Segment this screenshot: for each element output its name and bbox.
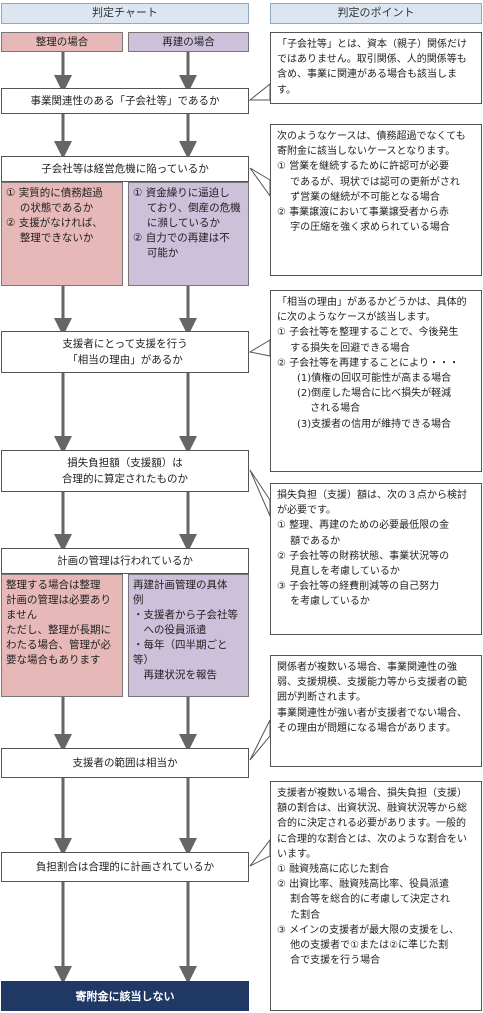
note-crisis-cases: 次のようなケースは、債務超過でなくても寄附金に該当しないケースとなります。 ① … bbox=[270, 124, 482, 276]
case-rebuild: 再建の場合 bbox=[128, 32, 249, 52]
step-supporter-scope: 支援者の範囲は相当か bbox=[1, 748, 249, 778]
step-related-subsidiary: 事業関連性のある「子会社等」であるか bbox=[1, 88, 249, 114]
step-burden-ratio: 負担割合は合理的に計画されているか bbox=[1, 852, 249, 882]
step-text: 事業関連性のある「子会社等」であるか bbox=[30, 95, 220, 107]
case-cleanup: 整理の場合 bbox=[1, 32, 123, 52]
plan-rebuild-examples: 再建計画管理の具体 例 ・支援者から子会社等 への役員派遣 ・毎年（四半期ごと等… bbox=[128, 574, 249, 697]
header-chart: 判定チャート bbox=[1, 3, 249, 24]
plan-cleanup-note: 整理する場合は整理 計画の管理は必要あり ません ただし、整理が長期に わたる場… bbox=[1, 574, 123, 697]
step-text: 損失負担額（支援額）は bbox=[67, 457, 183, 469]
callout-pointer bbox=[249, 469, 271, 517]
callout-pointer bbox=[249, 167, 271, 198]
step-text: 子会社等は経営危機に陥っているか bbox=[41, 163, 209, 175]
step-text: 負担割合は合理的に計画されているか bbox=[35, 861, 215, 873]
step-text: 計画の管理は行われているか bbox=[57, 555, 193, 567]
callout-pointer bbox=[249, 838, 271, 867]
note-reasonable-cause: 「相当の理由」があるかどうかは、具体的に次のようなケースが該当します。 ① 子会… bbox=[270, 290, 482, 472]
step-text: 支援者の範囲は相当か bbox=[72, 757, 178, 769]
note-supporter-scope: 関係者が複数いる場合、事業関連性の強弱、支援規模、支援能力等から支援者の範囲が判… bbox=[270, 655, 482, 767]
step-reasonable-cause: 支援者にとって支援を行う 「相当の理由」があるか bbox=[1, 331, 249, 373]
header-points: 判定のポイント bbox=[270, 3, 482, 24]
step-text: 合理的に算定されたものか bbox=[62, 473, 188, 485]
step-management-crisis: 子会社等は経営危機に陥っているか bbox=[1, 156, 249, 182]
crisis-cleanup-criteria: ① 実質的に債務超過 の状態であるか ② 支援がなければ、 整理できないか bbox=[1, 182, 123, 286]
step-plan-management: 計画の管理は行われているか bbox=[1, 548, 249, 574]
step-text: 「相当の理由」があるか bbox=[67, 354, 183, 366]
callout-pointer bbox=[248, 82, 271, 101]
note-loss-amount: 損失負担（支援）額は、次の３点から検討が必要です。 ① 整理、再建のための必要最… bbox=[270, 483, 482, 635]
callout-pointer bbox=[248, 339, 271, 357]
note-subsidiary-definition: 「子会社等」とは、資本（親子）関係だけではありません。取引関係、人的関係等も含め… bbox=[270, 32, 482, 104]
final-result: 寄附金に該当しない bbox=[1, 981, 249, 1011]
crisis-rebuild-criteria: ① 資金繰りに逼迫し ており、倒産の危機 に瀕しているか ② 自力での再建は不 … bbox=[128, 182, 249, 286]
callout-pointer bbox=[249, 719, 271, 761]
note-burden-ratio: 支援者が複数いる場合、損失負担（支援）額の割合は、出資状況、融資状況等から総合的… bbox=[270, 781, 482, 1011]
step-loss-amount: 損失負担額（支援額）は 合理的に算定されたものか bbox=[1, 450, 249, 492]
step-text: 支援者にとって支援を行う bbox=[62, 338, 188, 350]
